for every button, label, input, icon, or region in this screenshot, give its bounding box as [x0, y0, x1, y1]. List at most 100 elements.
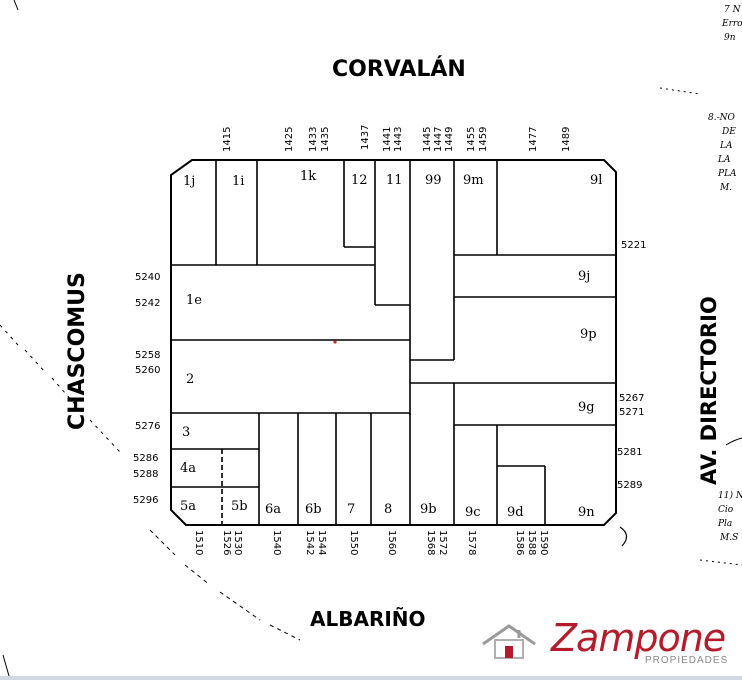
lot-label: 9c: [465, 505, 481, 520]
lot-label: 9j: [578, 269, 590, 284]
door-number: 1586: [514, 530, 525, 555]
note-text: M.S: [719, 533, 738, 543]
lot-label: 11: [386, 173, 403, 188]
lot-label: 1j: [183, 174, 195, 189]
logo-tagline: PROPIEDADES: [645, 655, 729, 666]
note-text: M.: [719, 183, 732, 193]
door-number: 1435: [320, 127, 331, 152]
door-number: 1510: [193, 530, 204, 555]
street-top: CORVALÁN: [332, 56, 466, 82]
door-number: 1489: [561, 127, 572, 152]
right-door-numbers: 5221 5267 5271 5281 5289: [617, 240, 646, 491]
note-text: Cio: [718, 505, 734, 515]
zampone-logo: Zampone PROPIEDADES: [481, 618, 731, 668]
lot-label: 4a: [180, 461, 196, 476]
door-number: 1568: [425, 530, 436, 555]
logo-name: Zampone: [551, 616, 726, 660]
door-number: 5242: [135, 298, 160, 309]
lot-label: 12: [351, 173, 368, 188]
lot-label: 9b: [420, 502, 437, 517]
door-number: 1443: [393, 127, 404, 152]
door-number: 1445: [422, 127, 433, 152]
door-number: 5286: [133, 453, 158, 464]
door-number: 1530: [232, 530, 243, 555]
door-number: 5276: [135, 421, 160, 432]
note-text: 8.-NO: [708, 113, 736, 123]
note-text: DE: [721, 127, 736, 137]
door-number: 5221: [621, 240, 646, 251]
note-text: 9n: [724, 33, 736, 43]
door-number: 5289: [617, 480, 642, 491]
door-number: 1588: [526, 530, 537, 555]
lot-label: 2: [186, 372, 194, 387]
door-number: 1578: [466, 530, 477, 555]
bottom-bar: [0, 676, 742, 680]
door-number: 1542: [304, 530, 315, 555]
lot-label: 99: [425, 173, 442, 188]
door-number: 5267: [619, 393, 644, 404]
street-right: AV. DIRECTORIO: [697, 296, 721, 485]
door-number: 1550: [348, 530, 359, 555]
lot-label: 1e: [186, 293, 202, 308]
margin-notes: 7 N Erro 9n 8.-NO DE LA LA PLA M. 11) N …: [708, 5, 742, 543]
door-number: 1526: [221, 530, 232, 555]
door-number: 5260: [135, 365, 160, 376]
door-number: 1415: [222, 127, 233, 152]
lot-label: 1k: [300, 169, 316, 184]
lot-label: 5b: [231, 499, 248, 514]
note-text: Erro: [721, 19, 742, 29]
lot-label: 9d: [507, 505, 524, 520]
door-number: 5288: [133, 469, 158, 480]
red-dot-marker: [333, 340, 337, 344]
door-number: 1447: [433, 127, 444, 152]
door-number: 1441: [382, 127, 393, 152]
door-number: 5271: [619, 407, 644, 418]
lot-label: 3: [182, 425, 190, 440]
door-number: 1449: [444, 127, 455, 152]
lot-label: 6a: [265, 502, 281, 517]
left-door-numbers: 5240 5242 5258 5260 5276 5286 5288 5296: [133, 272, 160, 506]
lot-label: 9p: [580, 327, 597, 342]
street-left: CHASCOMUS: [65, 272, 90, 430]
note-text: 7 N: [724, 5, 742, 15]
lot-label: 7: [347, 502, 355, 517]
lot-label: 5a: [180, 499, 196, 514]
lot-label: 9m: [463, 173, 484, 188]
door-number: 1572: [437, 530, 448, 555]
door-number: 1560: [386, 530, 397, 555]
note-text: LA: [719, 141, 733, 151]
lot-label: 9g: [578, 400, 595, 415]
door-number: 1459: [478, 127, 489, 152]
door-number: 1437: [360, 125, 371, 150]
note-text: PLA: [717, 169, 737, 179]
note-text: LA: [717, 155, 731, 165]
lot-label: 8: [384, 502, 392, 517]
door-number: 1590: [538, 530, 549, 555]
bracket-mark: [725, 437, 742, 446]
door-number: 1425: [284, 127, 295, 152]
door-number: 1540: [271, 530, 282, 555]
door-number: 1544: [316, 530, 327, 555]
door-number: 1477: [528, 127, 539, 152]
door-number: 5296: [133, 495, 158, 506]
bottom-door-numbers: 1510 1526 1530 1540 1542 1544 1550 1560 …: [193, 530, 549, 555]
lot-label: 1i: [232, 174, 244, 189]
door-number: 1433: [308, 127, 319, 152]
door-number: 5240: [135, 272, 160, 283]
door-number: 1455: [466, 127, 477, 152]
lot-label: 6b: [305, 502, 322, 517]
door-number: 5258: [135, 350, 160, 361]
block-outline: [170, 159, 617, 526]
street-bottom: ALBARIÑO: [310, 607, 426, 631]
lot-lines: [171, 160, 616, 525]
note-text: 11) N: [718, 490, 742, 501]
lot-labels: 1j 1i 1k 12 11 99 9m 9l 9j 9p 9g 1e 2 3 …: [180, 169, 602, 520]
note-text: Pla: [717, 519, 732, 529]
top-door-numbers: 1415 1425 1433 1435 1437 1441 1443 1445 …: [222, 125, 572, 152]
bracket-mark: [619, 526, 628, 547]
door-number: 5281: [617, 447, 642, 458]
lot-label: 9n: [578, 505, 595, 520]
house-icon: [482, 624, 536, 659]
